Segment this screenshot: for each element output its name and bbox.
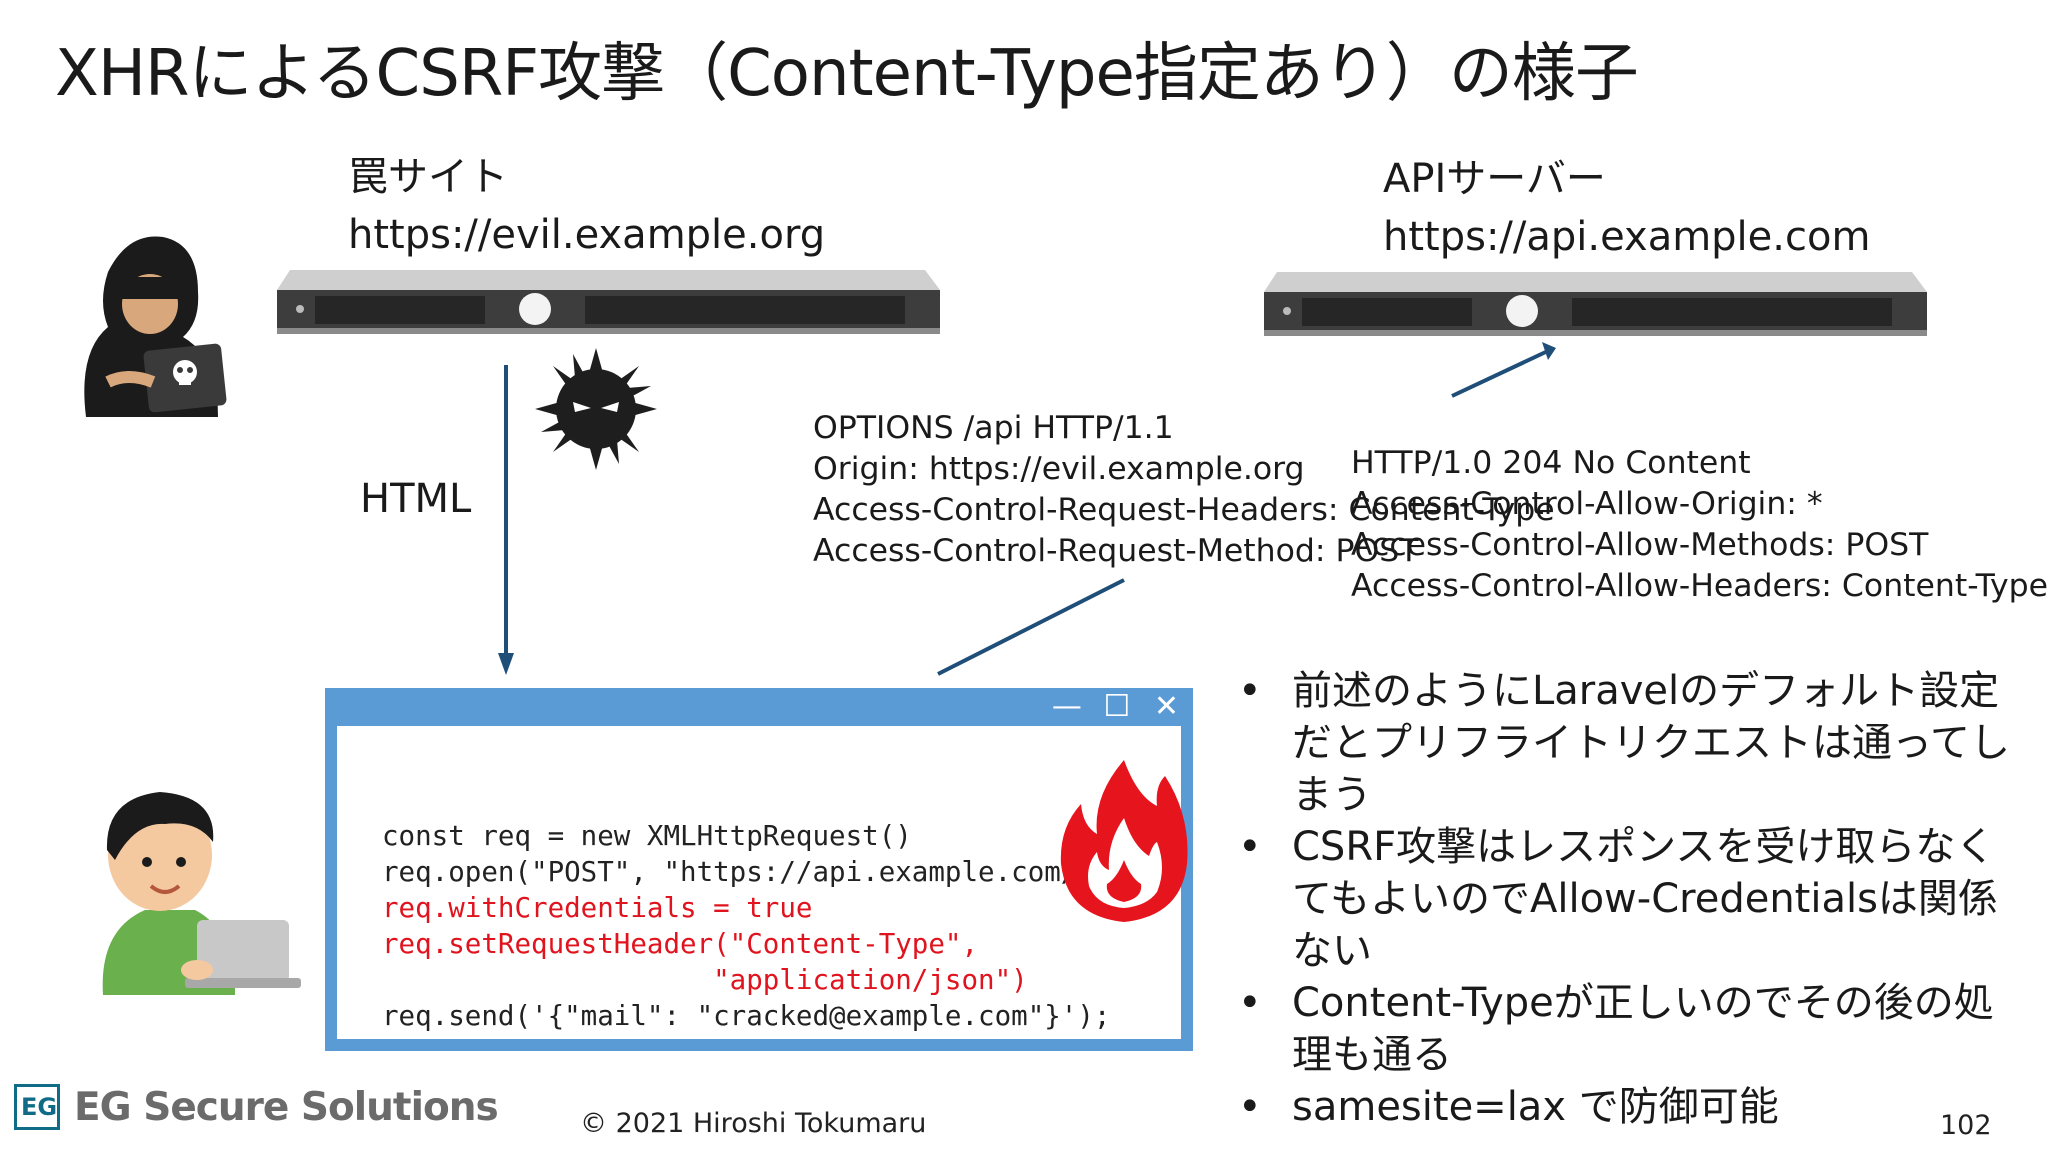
preflight-response: HTTP/1.0 204 No Content Access-Control-A… — [1351, 443, 2048, 607]
code-line-5: "application/json") — [382, 964, 1028, 996]
html-arrow — [494, 365, 518, 681]
hacker-icon — [68, 232, 228, 421]
bullet-item: •Content-Typeが正しいのでその後の処理も通る — [1238, 980, 1994, 1078]
response-line-3: Access-Control-Allow-Methods: POST — [1351, 527, 1929, 563]
response-line-2: Access-Control-Allow-Origin: * — [1351, 486, 1823, 522]
user-icon — [85, 780, 305, 1004]
api-server-image — [1262, 264, 1927, 344]
response-line-1: HTTP/1.0 204 No Content — [1351, 445, 1751, 481]
browser-content: const req = new XMLHttpRequest() req.ope… — [337, 726, 1188, 1039]
api-server-name: APIサーバー — [1383, 156, 1606, 202]
bullet-item: •samesite=lax で防御可能 — [1238, 1084, 1779, 1130]
response-line-4: Access-Control-Allow-Headers: Content-Ty… — [1351, 568, 2048, 604]
html-label: HTML — [360, 476, 472, 522]
bullet-text: CSRF攻撃はレスポンスを受け取らなくてもよいのでAllow-Credentia… — [1292, 824, 1998, 974]
api-server-url: https://api.example.com — [1383, 214, 1871, 260]
code-block: const req = new XMLHttpRequest() req.ope… — [382, 818, 1177, 1034]
api-server-label: APIサーバー https://api.example.com — [1383, 150, 1870, 266]
request-line-3: Access-Control-Request-Headers: Content-… — [813, 492, 1555, 528]
logo-mark-icon: EG — [14, 1084, 60, 1130]
page-number: 102 — [1940, 1110, 1992, 1141]
slide-title: XHRによるCSRF攻撃（Content-Type指定あり）の様子 — [55, 37, 1639, 111]
minimize-icon[interactable]: — — [1051, 689, 1082, 724]
code-line-1: const req = new XMLHttpRequest() — [382, 820, 912, 852]
bullet-text: 前述のようにLaravelのデフォルト設定だとプリフライトリクエストは通ってしま… — [1292, 668, 2010, 818]
request-arrow-tail — [936, 578, 1126, 680]
trap-site-url: https://evil.example.org — [348, 212, 826, 258]
trap-site-name: 罠サイト — [348, 154, 508, 200]
logo-text: EG Secure Solutions — [74, 1084, 499, 1130]
code-line-4: req.setRequestHeader("Content-Type", — [382, 928, 979, 960]
preflight-arrow — [1450, 340, 1570, 404]
window-controls: — ☐ ✕ — [1052, 688, 1179, 726]
company-logo: EG EG Secure Solutions — [14, 1083, 499, 1131]
bullet-list: •前述のようにLaravelのデフォルト設定だとプリフライトリクエストは通ってし… — [1232, 665, 2032, 1133]
fire-icon — [1057, 756, 1191, 930]
virus-icon — [535, 348, 657, 474]
close-icon[interactable]: ✕ — [1153, 689, 1179, 724]
trap-server-image — [275, 262, 940, 342]
request-line-4: Access-Control-Request-Method: POST — [813, 533, 1419, 569]
copyright: © 2021 Hiroshi Tokumaru — [580, 1108, 927, 1139]
bullet-item: •前述のようにLaravelのデフォルト設定だとプリフライトリクエストは通ってし… — [1238, 668, 2010, 818]
bullet-text: Content-Typeが正しいのでその後の処理も通る — [1292, 980, 1994, 1078]
code-line-6: req.send('{"mail": "cracked@example.com"… — [382, 1000, 1111, 1032]
bullet-item: •CSRF攻撃はレスポンスを受け取らなくてもよいのでAllow-Credenti… — [1238, 824, 1998, 974]
trap-site-label: 罠サイト https://evil.example.org — [348, 148, 825, 264]
bullet-text: samesite=lax で防御可能 — [1292, 1084, 1779, 1130]
browser-window: — ☐ ✕ const req = new XMLHttpRequest() r… — [325, 688, 1193, 1051]
preflight-request: OPTIONS /api HTTP/1.1 Origin: https://ev… — [813, 408, 1555, 572]
maximize-icon[interactable]: ☐ — [1103, 689, 1131, 724]
code-line-3: req.withCredentials = true — [382, 892, 813, 924]
request-line-1: OPTIONS /api HTTP/1.1 — [813, 410, 1174, 446]
request-line-2: Origin: https://evil.example.org — [813, 451, 1305, 487]
